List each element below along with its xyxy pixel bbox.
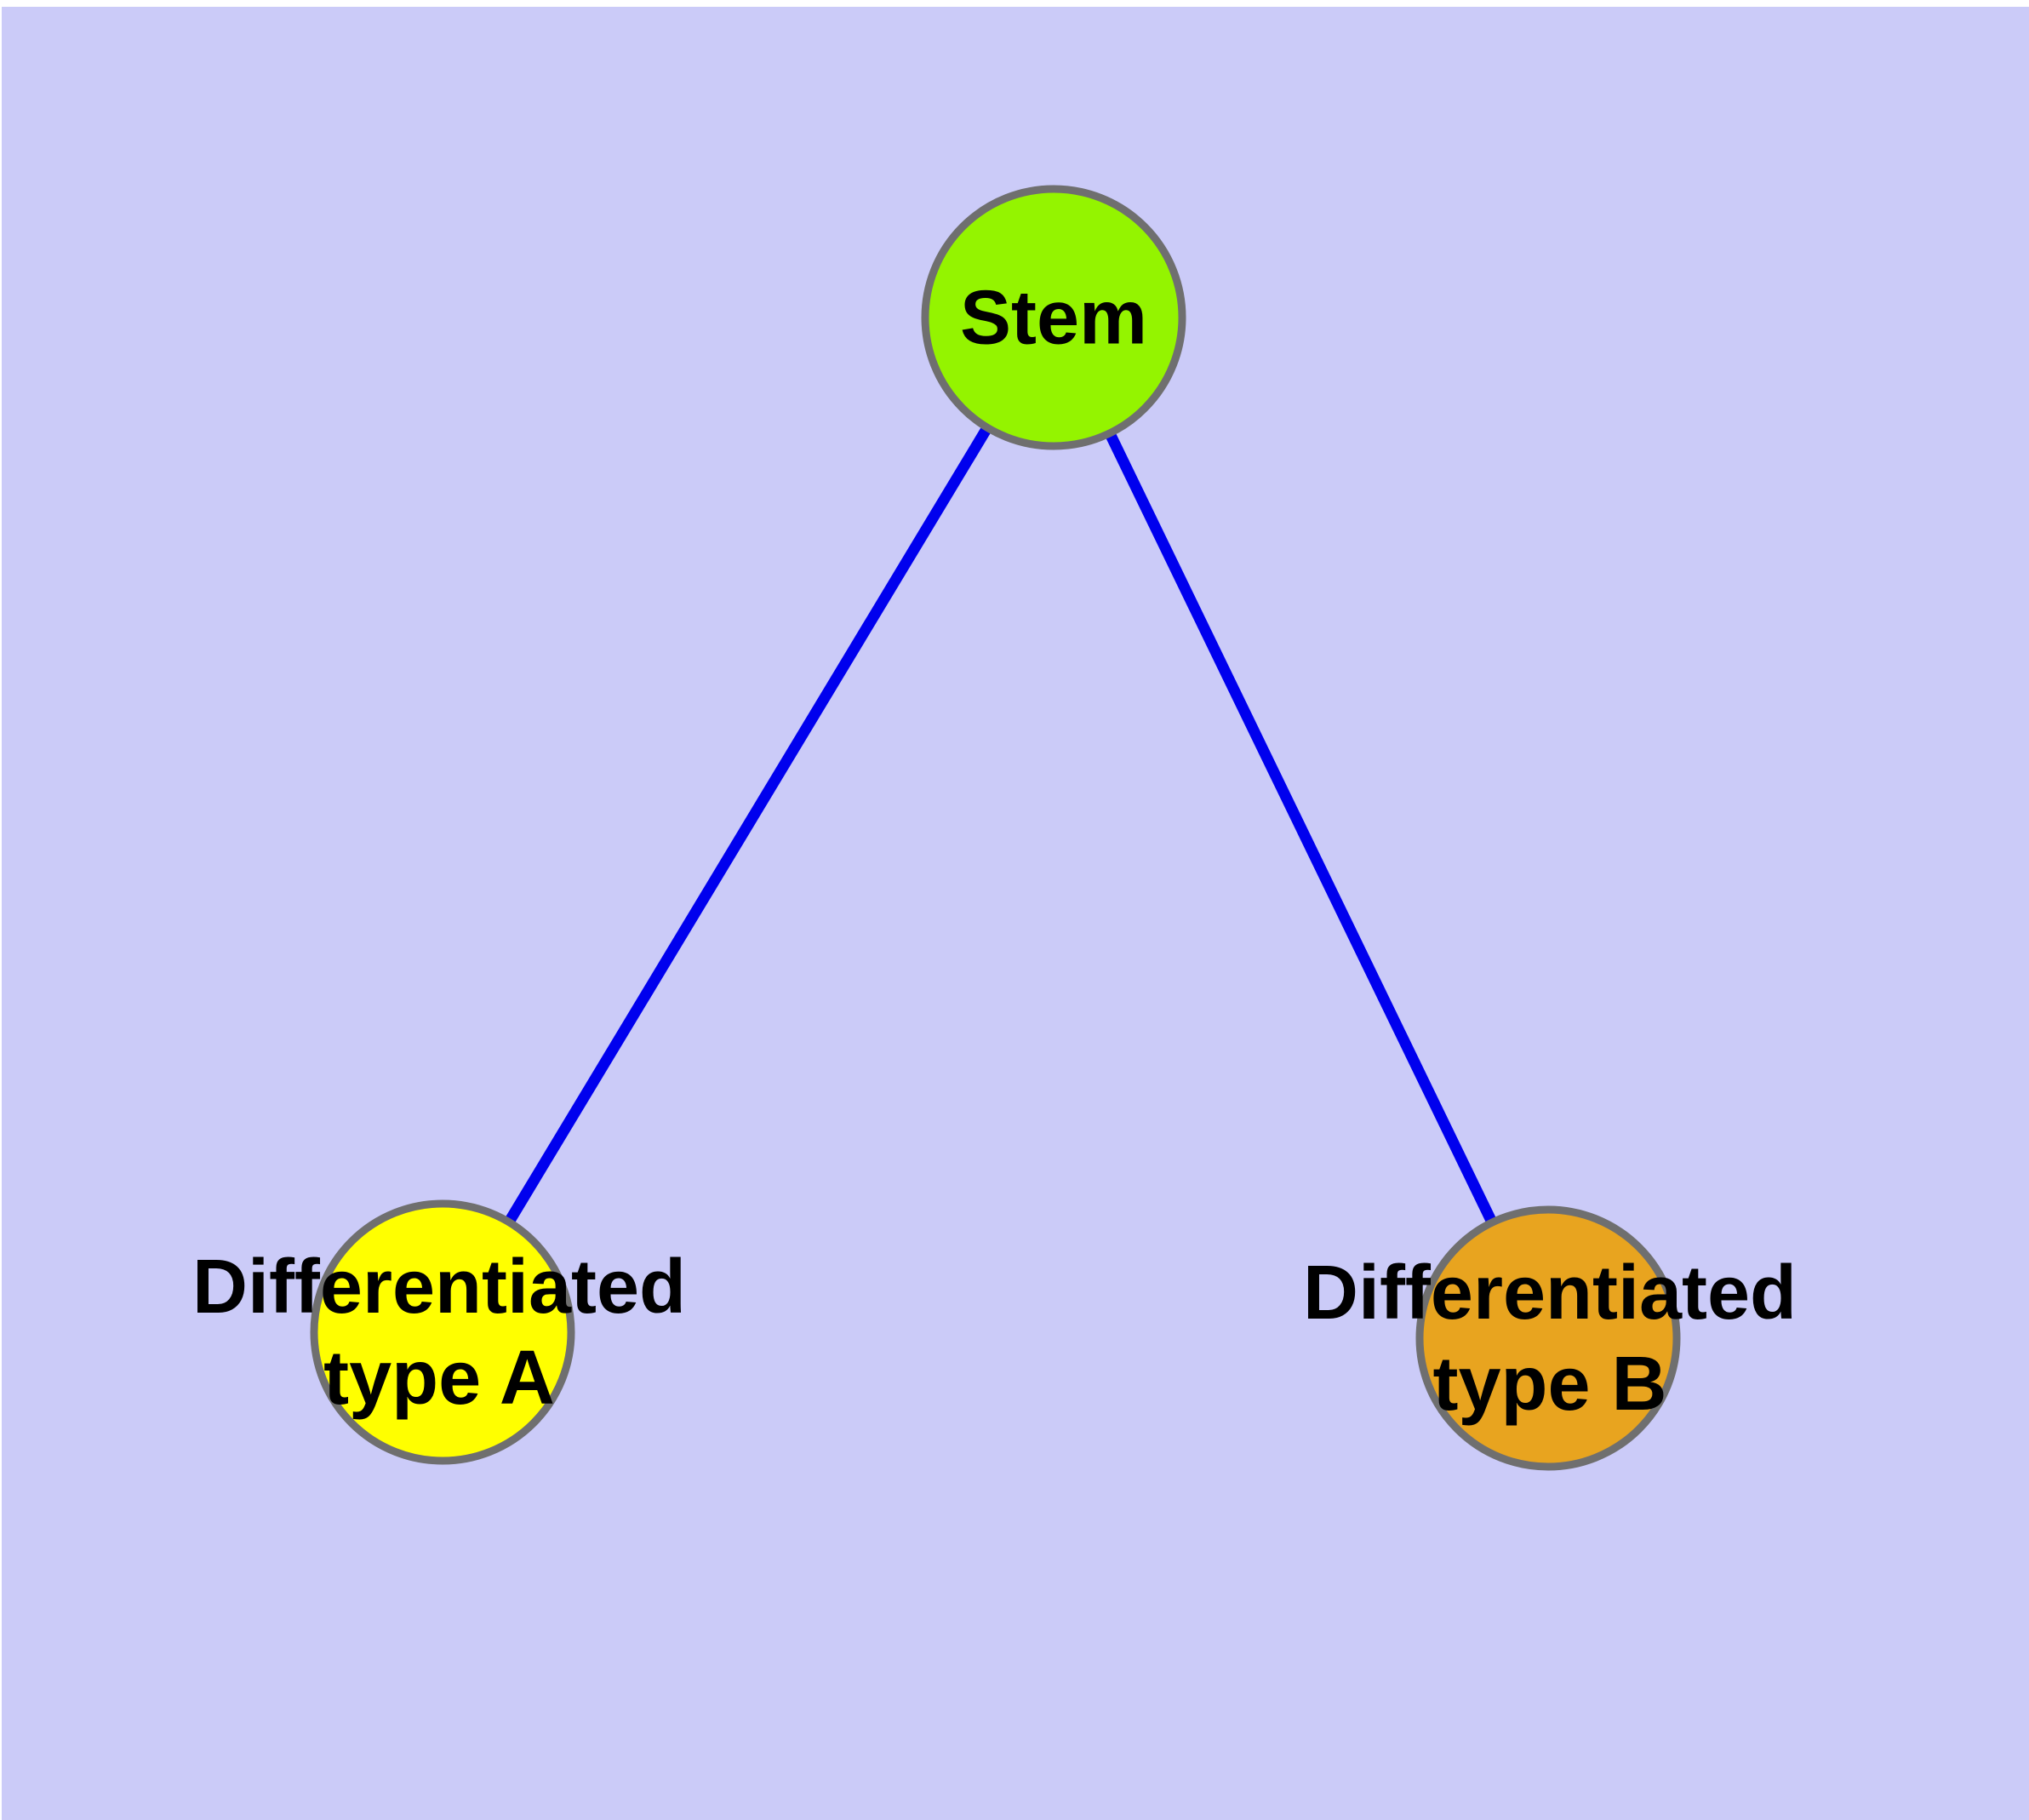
node-stem-circle bbox=[921, 185, 1186, 450]
edge-stem-to-type-b bbox=[1049, 315, 1553, 1341]
node-type-a-circle bbox=[310, 1199, 575, 1465]
node-type-b-circle bbox=[1415, 1205, 1681, 1471]
edge-stem-to-type-a bbox=[437, 314, 1059, 1336]
